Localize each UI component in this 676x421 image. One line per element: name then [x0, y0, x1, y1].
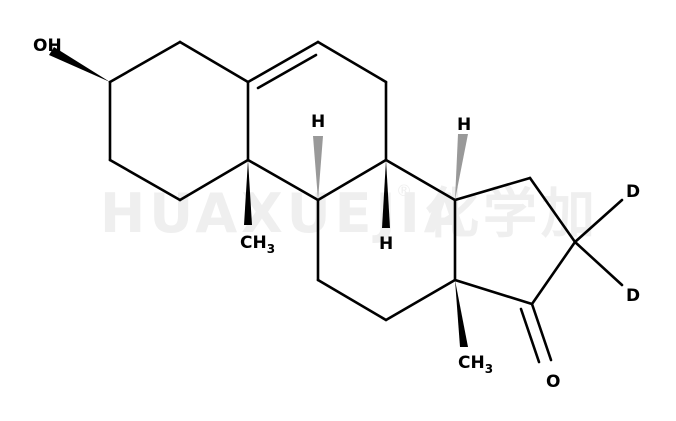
ring-d: [453, 176, 577, 306]
ring-b: [246, 40, 388, 202]
watermark: HUAXUEJIA ® 化学加: [100, 181, 599, 245]
wedge-c8-h: [382, 160, 390, 228]
hydroxyl-group: OH: [33, 36, 110, 82]
bond-c8-c9: [316, 158, 388, 202]
hydroxyl-label: OH: [33, 36, 62, 56]
bond-c4-c5: [178, 40, 250, 84]
hydrogen-c9: H: [311, 112, 325, 200]
bond-c12-c13: [384, 278, 457, 322]
wedge-c3-oh: [49, 47, 110, 82]
bond-c6-c7: [316, 40, 388, 84]
wedge-c13-ch3: [455, 280, 468, 347]
bond-c5-c6-double: [256, 53, 318, 90]
methyl-c10: CH3: [240, 160, 275, 256]
bond-c11-c12: [316, 278, 388, 322]
deuterium-top-label: D: [626, 182, 640, 202]
h-c9-label: H: [311, 112, 325, 132]
methyl-c10-label: CH3: [240, 233, 275, 256]
bond-c16-d-top: [573, 198, 624, 244]
bond-c15-c16: [528, 176, 577, 244]
bond-c9-c10: [246, 158, 320, 202]
bond-c14-c15: [453, 176, 532, 202]
deuterium-bottom-label: D: [626, 286, 640, 306]
watermark-registered-mark: ®: [396, 181, 412, 200]
hash-wedge-c14-h: [455, 134, 468, 200]
bond-c1-c2: [108, 158, 182, 202]
hydrogen-c8: H: [379, 160, 393, 254]
bond-c16-c17: [530, 240, 577, 306]
carbonyl-group: O: [519, 302, 560, 392]
watermark-chinese: 化学加: [425, 182, 599, 245]
h-c8-label: H: [379, 234, 393, 254]
deuterium-group: D D: [573, 182, 640, 306]
bond-c14-c8: [384, 158, 457, 202]
bond-c16-d-bottom: [573, 240, 624, 287]
ring-c: [316, 158, 457, 322]
h-c14-label: H: [457, 115, 471, 135]
carbonyl-oxygen-label: O: [546, 372, 560, 392]
hash-wedge-c9-h: [313, 136, 323, 200]
hydrogen-c14: H: [455, 115, 471, 200]
ring-a: [108, 40, 250, 202]
bond-c5-c6: [246, 40, 320, 84]
bond-c3-c4: [108, 40, 182, 84]
bond-c17-o-double: [519, 307, 541, 364]
bond-c17-c13: [453, 278, 534, 306]
bond-c17-o: [530, 302, 553, 362]
bond-c10-c1: [178, 158, 250, 202]
methyl-c13-label: CH3: [458, 353, 493, 376]
watermark-latin: HUAXUEJIA: [100, 182, 470, 245]
wedge-c10-ch3: [244, 160, 252, 225]
methyl-c13: CH3: [455, 280, 493, 376]
